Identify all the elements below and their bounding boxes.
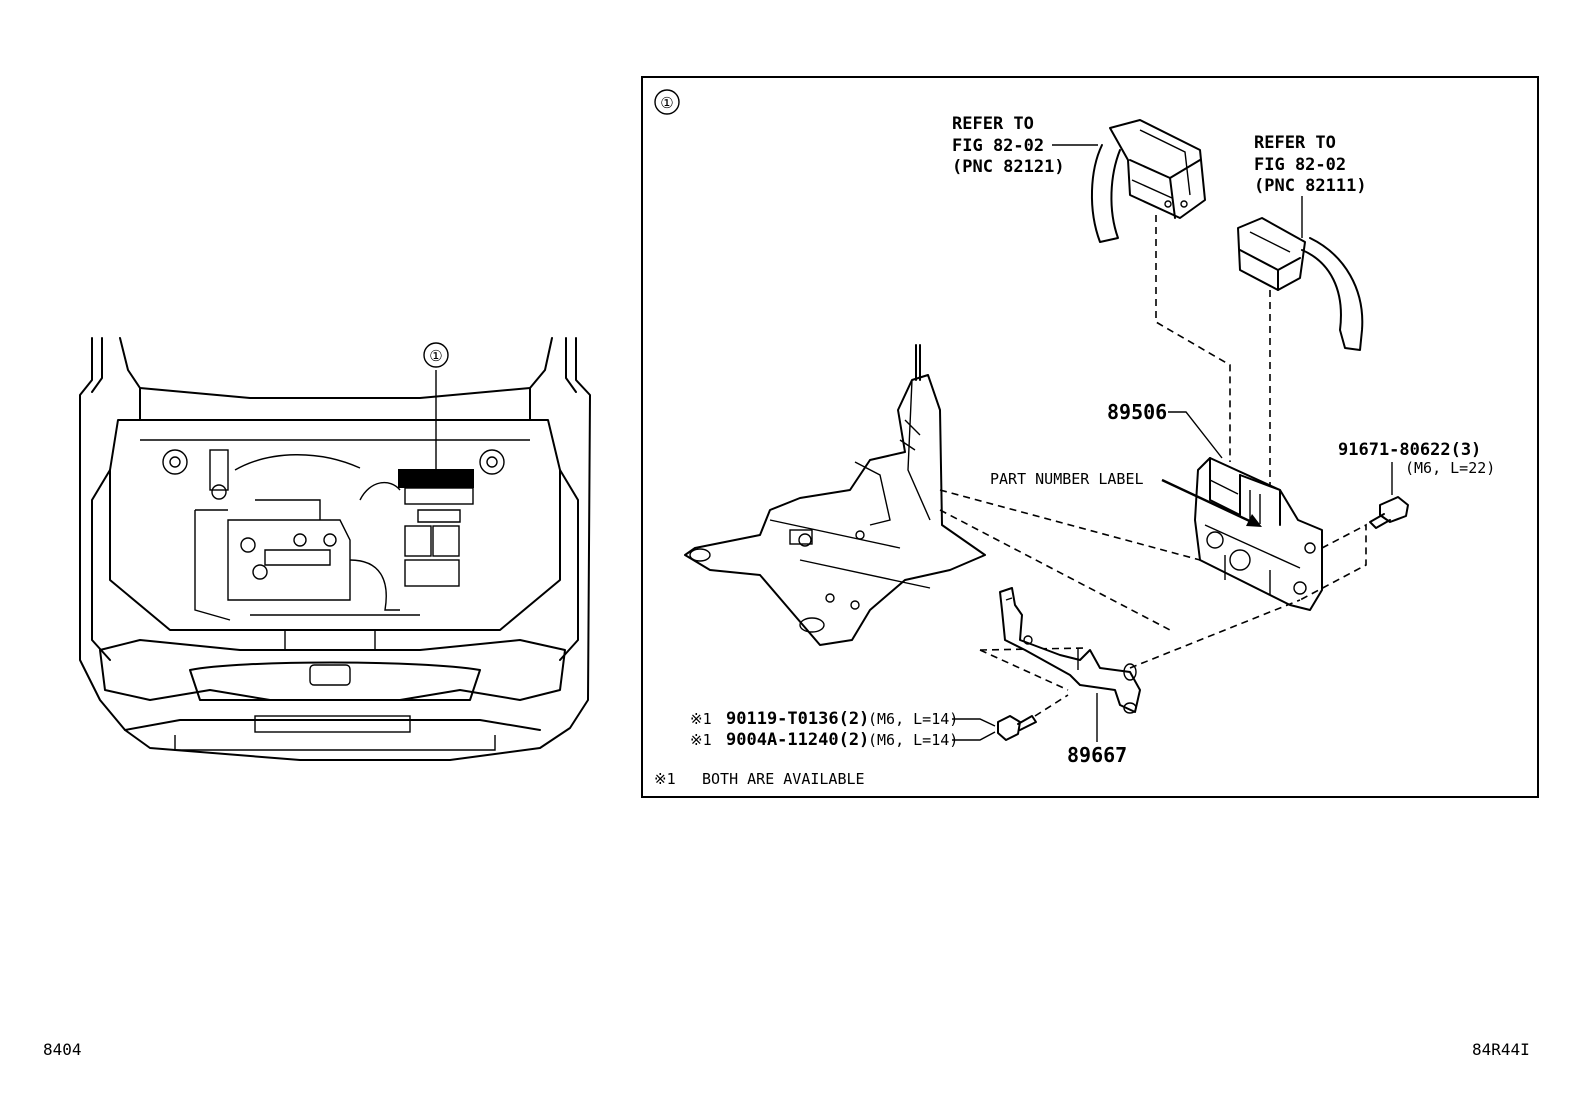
part-89667-label: 89667	[1067, 743, 1127, 767]
bolt-91671-spec: (M6, L=22)	[1405, 459, 1495, 477]
part-number-label-text: PART NUMBER LABEL	[990, 470, 1144, 488]
callout-label-detail: ①	[660, 94, 673, 112]
refer-right-line1: REFER TO	[1254, 133, 1336, 153]
callout-circle-left	[423, 342, 449, 368]
footer-right-code: 84R44I	[1472, 1040, 1530, 1059]
bolt-a-mark: ※1	[690, 710, 712, 728]
bolt-91671-pn: 91671-80622(3)	[1338, 440, 1481, 460]
refer-left-line1: REFER TO	[952, 114, 1034, 134]
bolt-a-pn: 90119-T0136(2)	[726, 709, 869, 729]
refer-left-line3: (PNC 82121)	[952, 157, 1065, 177]
detail-frame	[641, 76, 1539, 798]
part-89506-leader	[1168, 411, 1223, 459]
guide-line-bolt-left	[1034, 694, 1069, 717]
bolt-left-icon	[997, 715, 1037, 741]
refer-right-line3: (PNC 82111)	[1254, 176, 1367, 196]
guide-line-connector-left	[1155, 215, 1231, 462]
mounting-panel	[684, 344, 986, 646]
refer-right-line2: FIG 82-02	[1254, 155, 1346, 175]
callout-label-left: ①	[429, 347, 442, 365]
ecu-89506	[1194, 457, 1323, 611]
bolt-b-leader	[952, 731, 996, 741]
note-text: BOTH ARE AVAILABLE	[702, 770, 865, 788]
connector-82111	[1237, 217, 1364, 351]
bolt-a-leader	[952, 718, 996, 727]
footer-left-code: 8404	[43, 1040, 82, 1059]
guide-line-bolt-right	[1299, 523, 1367, 601]
bracket-89667	[999, 587, 1141, 714]
part-number-label-arrowhead	[1246, 514, 1262, 527]
bolt-b-mark: ※1	[690, 731, 712, 749]
guide-line-bracket-ecu	[1129, 599, 1301, 669]
bolt-91671-icon	[1369, 496, 1409, 529]
bolt-b-pn: 9004A-11240(2)	[726, 730, 869, 750]
guide-line-panel-bracket	[939, 509, 1171, 631]
part-89506-label: 89506	[1107, 400, 1167, 424]
guide-line-panel-ecu	[939, 489, 1201, 561]
note-mark: ※1	[654, 770, 676, 788]
guide-line-bracket-bottom	[979, 649, 1069, 691]
bolt-b-spec: (M6, L=14)	[868, 731, 958, 749]
bolt-a-spec: (M6, L=14)	[868, 710, 958, 728]
part-number-label-arrow	[1161, 478, 1257, 526]
vehicle-front-illustration: ①	[79, 337, 591, 761]
refer-left-line2: FIG 82-02	[952, 136, 1044, 156]
connector-82121	[1090, 119, 1206, 243]
callout-circle-detail	[654, 89, 680, 115]
location-highlight	[398, 469, 474, 488]
